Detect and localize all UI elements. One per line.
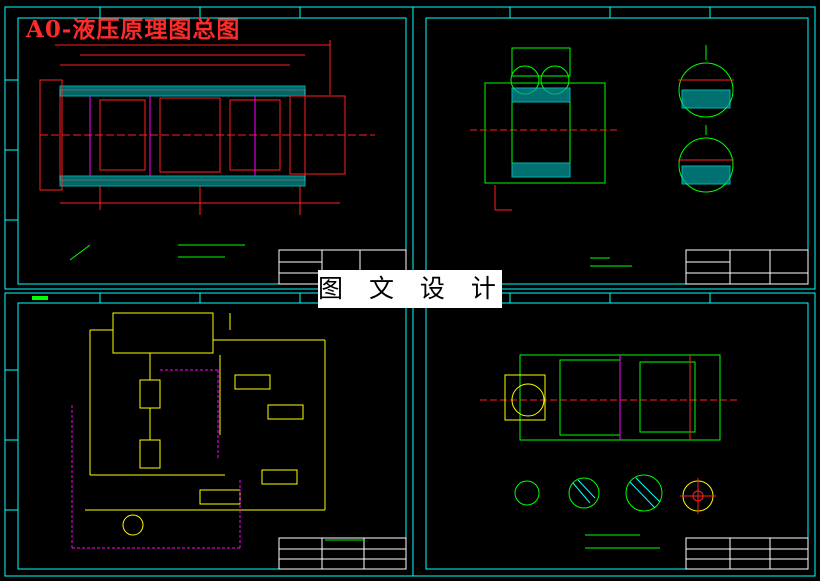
sheet-bottom-left-frame [4,292,414,577]
sheet-bottom-right-frame [412,292,816,577]
watermark-banner: 图 文 设 计 [318,270,502,308]
top-left-assembly [39,40,375,261]
sheet-frames [4,6,816,577]
bottom-left-schematic [32,296,365,549]
sheet-top-right-frame [412,6,816,290]
zone-ticks [5,7,711,511]
bottom-right-assembly [480,354,740,549]
sheet-top-left-frame [4,6,414,290]
top-right-pump-body [470,45,734,267]
drawing-title: A0-液压原理图总图 [26,16,241,43]
